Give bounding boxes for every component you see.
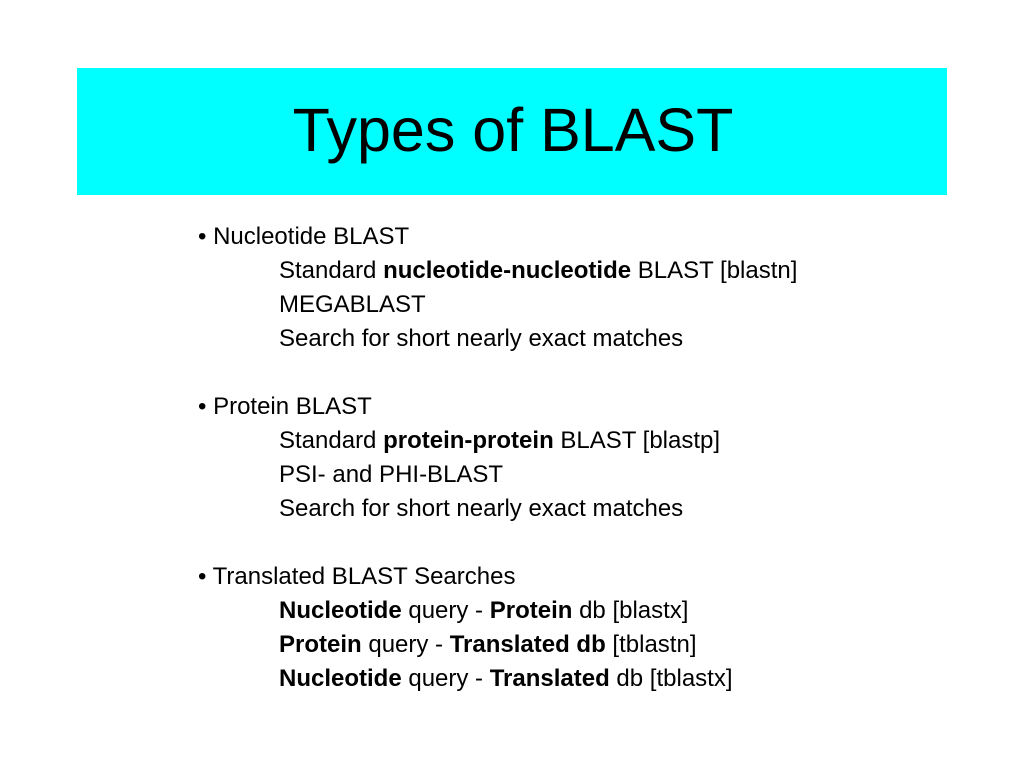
- section-heading: • Protein BLAST: [198, 393, 372, 420]
- list-item: Standard nucleotide-nucleotide BLAST [bl…: [198, 254, 958, 288]
- section-heading: • Nucleotide BLAST: [198, 223, 410, 250]
- item-bold-text: Nucleotide: [279, 665, 402, 692]
- item-text: Standard: [279, 257, 384, 284]
- item-bold-text: Translated db: [449, 631, 606, 658]
- item-text: db [blastx]: [572, 597, 689, 624]
- content-list: • Nucleotide BLAST Standard nucleotide-n…: [198, 220, 958, 730]
- list-item: Search for short nearly exact matches: [279, 325, 684, 352]
- item-bold-text: Protein: [489, 597, 573, 624]
- item-text: query -: [361, 631, 450, 658]
- item-text: db [tblastx]: [609, 665, 733, 692]
- title-banner: Types of BLAST: [77, 68, 947, 195]
- item-text: BLAST [blastp]: [553, 427, 721, 454]
- list-item: Protein query - Translated db [tblastn]: [198, 628, 958, 662]
- item-text: BLAST [blastn]: [631, 257, 798, 284]
- list-item: Search for short nearly exact matches: [279, 495, 684, 522]
- item-bold-text: Protein: [279, 631, 362, 658]
- slide-title: Types of BLAST: [292, 96, 734, 164]
- item-bold-text: nucleotide-nucleotide: [383, 257, 632, 284]
- list-item: Nucleotide query - Translated db [tblast…: [198, 662, 958, 696]
- item-text: [tblastn]: [605, 631, 697, 658]
- section-heading: • Translated BLAST Searches: [198, 563, 516, 590]
- section-nucleotide-blast: • Nucleotide BLAST Standard nucleotide-n…: [198, 220, 958, 356]
- item-text: query -: [401, 597, 490, 624]
- section-translated-blast: • Translated BLAST Searches Nucleotide q…: [198, 560, 958, 696]
- item-bold-text: Nucleotide: [279, 597, 402, 624]
- list-item: Standard protein-protein BLAST [blastp]: [198, 424, 958, 458]
- list-item: Nucleotide query - Protein db [blastx]: [198, 594, 958, 628]
- item-text: Standard: [279, 427, 384, 454]
- item-bold-text: protein-protein: [383, 427, 554, 454]
- item-text: query -: [401, 665, 490, 692]
- list-item: MEGABLAST: [279, 291, 426, 318]
- list-item: PSI- and PHI-BLAST: [279, 461, 504, 488]
- section-protein-blast: • Protein BLAST Standard protein-protein…: [198, 390, 958, 526]
- item-bold-text: Translated: [489, 665, 610, 692]
